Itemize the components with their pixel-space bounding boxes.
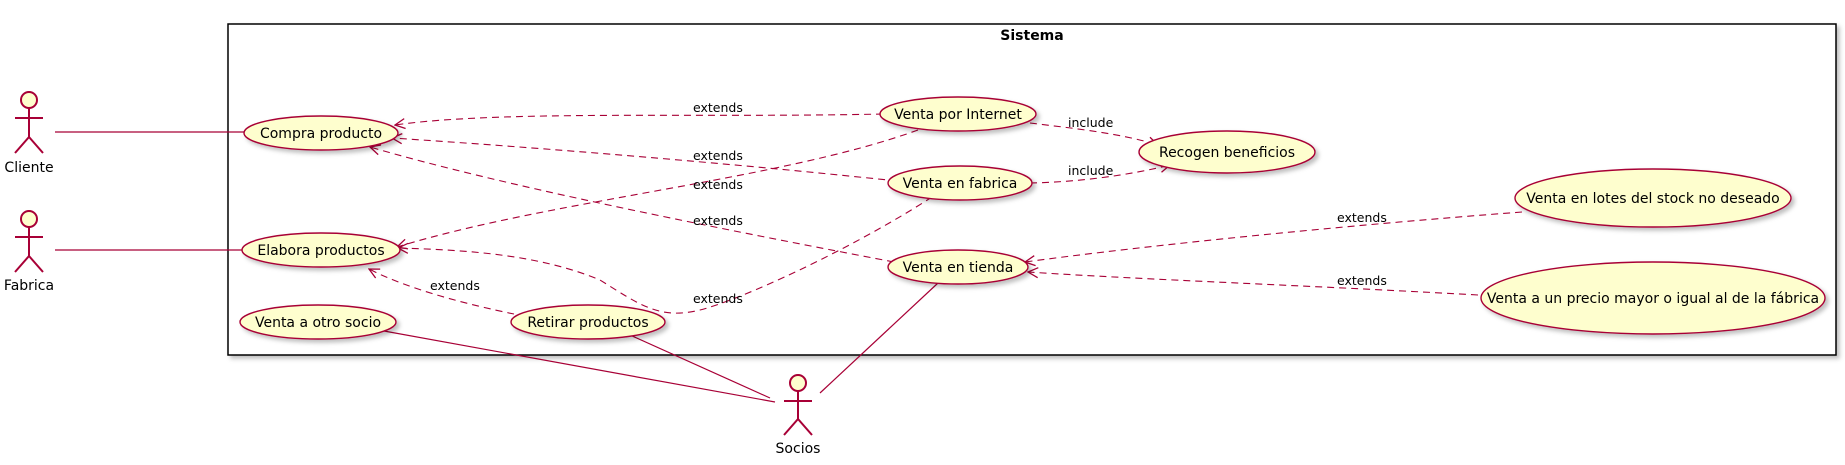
usecase-retirar-productos: Retirar productos <box>510 304 666 340</box>
label-internet-compra: extends <box>693 100 743 115</box>
usecase-venta-otro-socio-label: Venta a otro socio <box>255 315 381 331</box>
usecase-venta-precio-label: Venta a un precio mayor o igual al de la… <box>1487 291 1819 307</box>
label-fabrica-beneficios: include <box>1068 163 1114 178</box>
dep-internet-compra <box>395 113 884 125</box>
label-precio-tienda: extends <box>1337 273 1387 288</box>
label-fabrica-elabora: extends <box>693 291 743 306</box>
usecase-recogen-beneficios-label: Recogen beneficios <box>1159 145 1295 161</box>
assoc-socios-otro-socio <box>383 330 776 403</box>
usecase-elabora-productos: Elabora productos <box>241 232 401 268</box>
label-retirar-elabora: extends <box>430 278 480 293</box>
actor-socios-label: Socios <box>776 441 821 457</box>
label-tienda-compra: extends <box>693 213 743 228</box>
assoc-socios-retirar <box>629 334 771 399</box>
actor-cliente-label: Cliente <box>4 160 53 176</box>
dep-internet-elabora <box>397 129 919 247</box>
usecase-venta-lotes-label: Venta en lotes del stock no deseado <box>1526 191 1780 207</box>
dep-tienda-compra <box>370 147 895 263</box>
dep-fabrica-beneficios <box>1029 165 1170 184</box>
label-internet-beneficios: include <box>1068 115 1114 130</box>
dep-fabrica-elabora <box>398 196 933 314</box>
label-internet-elabora: extends <box>693 177 743 192</box>
usecase-retirar-productos-label: Retirar productos <box>527 315 648 331</box>
usecase-venta-precio: Venta a un precio mayor o igual al de la… <box>1480 261 1826 335</box>
usecase-venta-internet: Venta por Internet <box>879 96 1037 132</box>
dep-lotes-tienda <box>1025 211 1523 262</box>
dep-precio-tienda <box>1028 272 1479 296</box>
dep-internet-beneficios <box>1029 122 1158 145</box>
usecase-recogen-beneficios: Recogen beneficios <box>1138 130 1316 174</box>
usecase-compra-producto-label: Compra producto <box>260 126 382 142</box>
label-fabrica-compra: extends <box>693 148 743 163</box>
usecase-venta-otro-socio: Venta a otro socio <box>239 304 397 340</box>
actor-socios: Socios <box>776 374 821 457</box>
system-title: Sistema <box>1000 28 1063 44</box>
usecase-venta-fabrica: Venta en fabrica <box>887 165 1033 201</box>
usecase-venta-fabrica-label: Venta en fabrica <box>903 176 1018 192</box>
usecase-venta-tienda: Venta en tienda <box>887 249 1029 285</box>
dep-retirar-elabora <box>369 269 515 315</box>
actor-cliente: Cliente <box>4 91 54 176</box>
actor-fabrica-label: Fabrica <box>4 278 54 294</box>
dep-fabrica-compra <box>392 138 898 182</box>
label-lotes-tienda: extends <box>1337 210 1387 225</box>
usecase-compra-producto: Compra producto <box>243 115 399 151</box>
usecase-venta-lotes: Venta en lotes del stock no deseado <box>1514 168 1792 228</box>
usecase-venta-tienda-label: Venta en tienda <box>903 260 1014 276</box>
usecase-venta-internet-label: Venta por Internet <box>894 107 1022 123</box>
assoc-socios-tienda <box>819 282 939 394</box>
actor-fabrica: Fabrica <box>4 210 54 294</box>
usecase-elabora-productos-label: Elabora productos <box>257 243 384 259</box>
